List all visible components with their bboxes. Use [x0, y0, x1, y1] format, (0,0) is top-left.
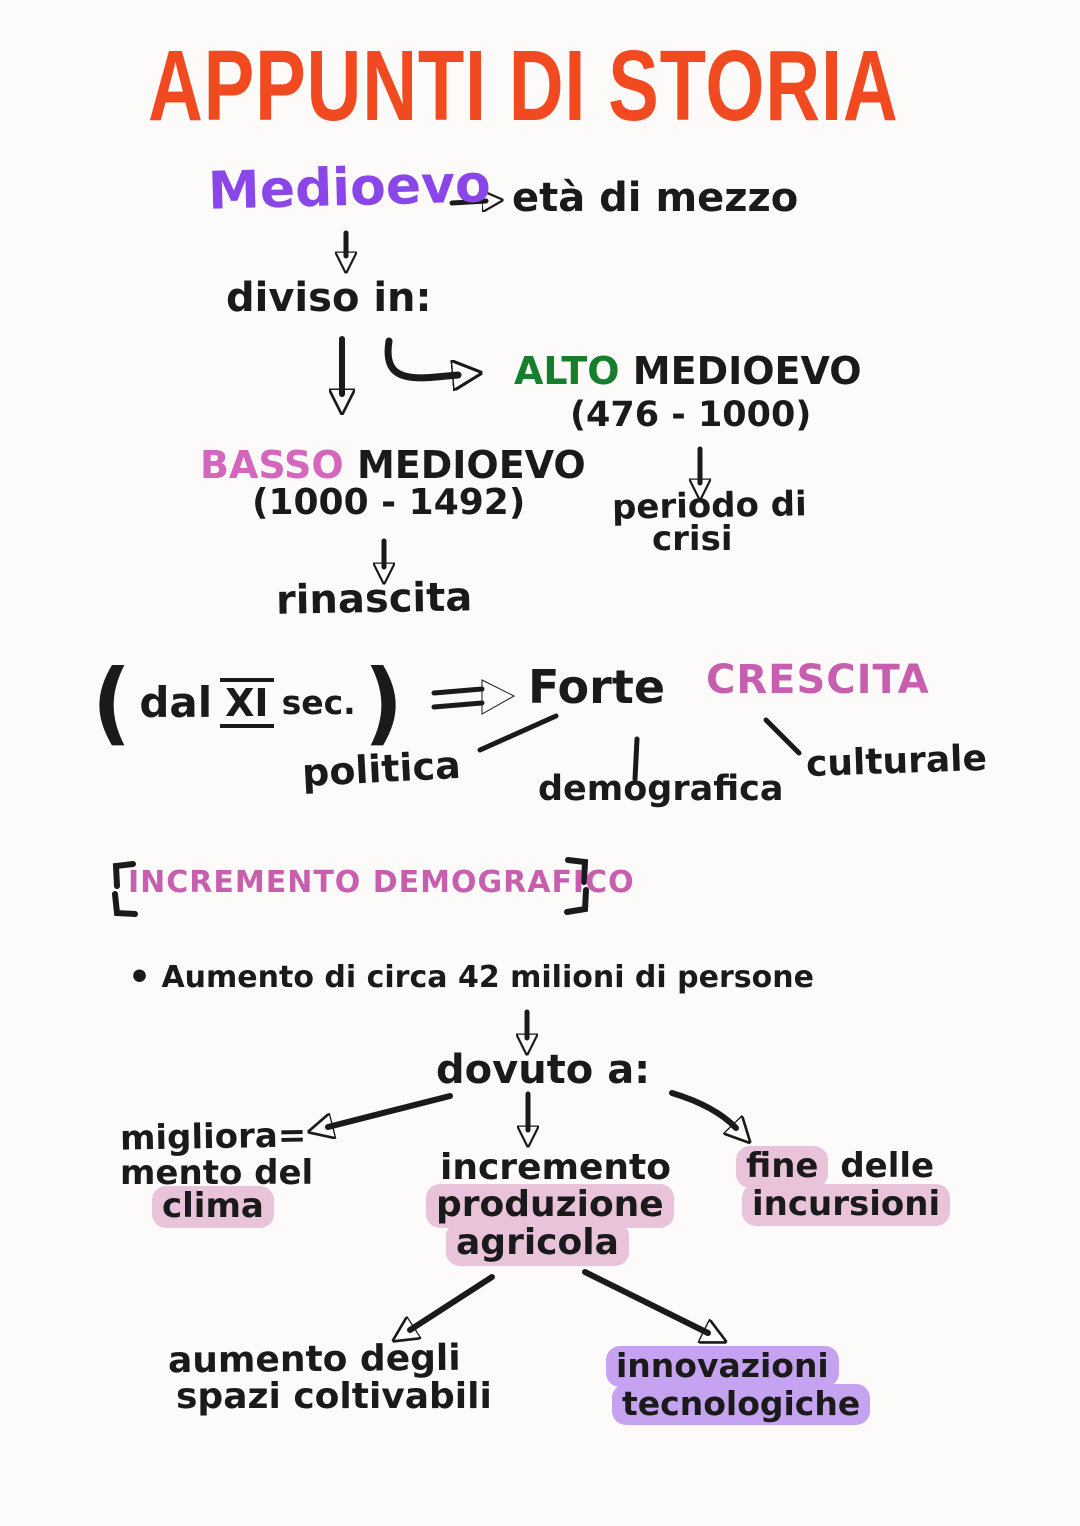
cause-incursioni-line2: incursioni: [742, 1184, 951, 1226]
effect-innovazioni-highlight2: tecnologiche: [612, 1384, 871, 1425]
double-arrow-shaft: [431, 686, 485, 710]
alto-label: ALTO: [514, 349, 620, 393]
branch-culturale: culturale: [805, 737, 988, 786]
cause-incursioni-highlight1: fine: [736, 1146, 829, 1188]
effect-innovazioni-highlight1: innovazioni: [606, 1346, 839, 1387]
premise-sec: sec.: [281, 683, 356, 722]
cause-incursioni-highlight2: incursioni: [742, 1184, 951, 1226]
premise-century: XI: [220, 677, 274, 728]
basso-years: (1000 - 1492): [252, 482, 526, 523]
node-basso-medioevo: BASSO MEDIOEVO: [200, 446, 586, 484]
cause-agricoltura-highlight2: agricola: [446, 1222, 629, 1266]
cause-clima-line2: mento del: [120, 1153, 314, 1193]
alto-years: (476 - 1000): [570, 395, 812, 435]
arrow-curved-to-alto: [384, 337, 458, 378]
effect-spazi-line1: aumento degli: [167, 1337, 461, 1382]
definition-eta-di-mezzo: età di mezzo: [512, 175, 799, 221]
cause-incursioni-line1: fine delle: [736, 1146, 934, 1188]
cause-clima-line3: clima: [152, 1186, 274, 1228]
cause-clima-line1: migliora=: [119, 1115, 307, 1159]
label-diviso-in: diviso in:: [226, 275, 432, 321]
double-arrow-head: [481, 679, 516, 715]
line-to-culturale: [763, 717, 802, 756]
premise-open-paren: (: [92, 650, 132, 755]
cause-agricoltura-line2: produzione: [426, 1184, 674, 1228]
branch-demografica: demografica: [538, 769, 784, 809]
arrow-agricola-to-spazi: [410, 1274, 495, 1330]
premise-close-paren: ): [363, 650, 403, 755]
page-title: APPUNTI DI STORIA: [148, 30, 899, 142]
arrow-dovuto-left: [328, 1093, 453, 1127]
node-alto-medioevo: ALTO MEDIOEVO: [514, 352, 862, 390]
arrow-dovuto-right: [669, 1090, 736, 1128]
bullet-text: Aumento di circa 42 milioni di persone: [161, 960, 814, 995]
label-dovuto-a: dovuto a:: [436, 1047, 651, 1093]
arrow-agricola-to-innovazioni: [582, 1269, 708, 1333]
section-heading: INCREMENTO DEMOGRAFICO: [128, 865, 635, 900]
cause-agricoltura-highlight1: produzione: [426, 1184, 674, 1228]
alto-outcome-line2: crisi: [652, 519, 733, 559]
bullet-line: • Aumento di circa 42 milioni di persone: [128, 960, 814, 996]
branch-politica: politica: [300, 742, 462, 796]
effect-innovazioni-line1: innovazioni: [606, 1346, 839, 1387]
bullet-glyph: •: [128, 957, 152, 998]
node-medioevo: Medioevo: [207, 154, 492, 222]
crescita-keyword: CRESCITA: [706, 657, 930, 703]
basso-label: BASSO: [200, 443, 344, 487]
effect-spazi-line2: spazi coltivabili: [176, 1376, 492, 1417]
crescita-forte: Forte: [528, 660, 666, 714]
alto-label-rest: MEDIOEVO: [632, 349, 862, 393]
basso-outcome-rinascita: rinascita: [275, 574, 473, 624]
crescita-premise: ( dal XI sec. ): [92, 655, 403, 750]
effect-innovazioni-line2: tecnologiche: [612, 1384, 871, 1425]
cause-agricoltura-line3: agricola: [446, 1222, 629, 1266]
cause-clima-highlight: clima: [152, 1186, 274, 1228]
basso-label-rest: MEDIOEVO: [356, 443, 586, 487]
line-to-politica: [477, 713, 559, 753]
cause-agricoltura-line1: incremento: [440, 1147, 671, 1188]
cause-incursioni-rest: delle: [840, 1146, 935, 1186]
premise-dal: dal: [139, 677, 213, 727]
